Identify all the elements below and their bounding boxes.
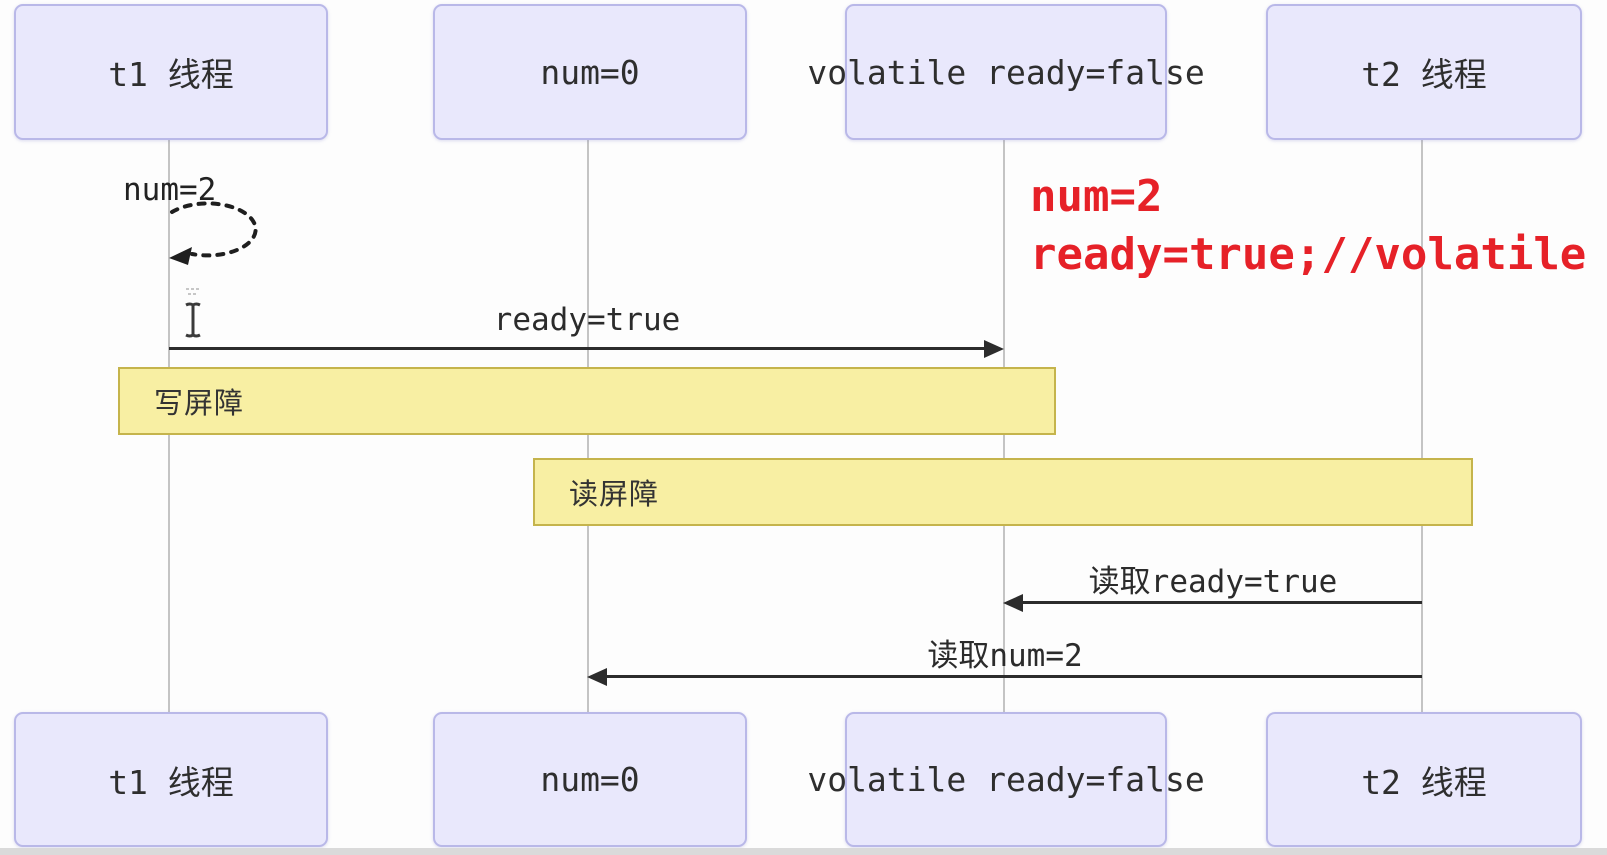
actor-t2-top: t2 线程 (1266, 4, 1582, 140)
msg-read-num-label: 读取num=2 (927, 638, 1083, 674)
msg-read-ready-line (1021, 601, 1422, 604)
write-barrier-box: 写屏障 (118, 367, 1056, 435)
actor-volatile-bottom-label: volatile ready=false (807, 760, 1205, 799)
screen-bottom-edge (0, 848, 1607, 855)
actor-t2-top-label: t2 线程 (1361, 55, 1487, 94)
write-barrier-label: 写屏障 (154, 386, 245, 420)
actor-t2-bottom-label: t2 线程 (1361, 762, 1487, 802)
msg-ready-true-arrowhead (984, 340, 1004, 358)
text-ibeam-cursor-icon (185, 288, 201, 338)
code-annotation-line2: ready=true;//volatile (1030, 229, 1587, 280)
code-annotation: num=2 ready=true;//volatile (1030, 168, 1586, 284)
actor-volatile-top-label: volatile ready=false (807, 52, 1205, 92)
actor-num-top-label: num=0 (540, 52, 640, 92)
code-annotation-line1: num=2 (1030, 171, 1163, 222)
actor-t2-bottom: t2 线程 (1266, 712, 1582, 847)
actor-volatile-bottom: volatile ready=false (807, 712, 1205, 847)
actor-num-bottom-label: num=0 (540, 760, 640, 799)
msg-read-ready-label: 读取ready=true (1088, 564, 1338, 600)
actor-num-top: num=0 (433, 4, 747, 140)
actor-t1-top: t1 线程 (14, 4, 328, 140)
actor-volatile-top: volatile ready=false (807, 4, 1205, 140)
read-barrier-label: 读屏障 (569, 477, 660, 511)
msg-read-ready-arrowhead (1003, 594, 1023, 612)
actor-t1-top-label: t1 线程 (108, 55, 234, 94)
actor-t1-bottom-label: t1 线程 (108, 762, 234, 802)
actor-t1-bottom: t1 线程 (14, 712, 328, 847)
msg-read-num-arrowhead (587, 668, 607, 686)
msg-read-num-line (605, 675, 1422, 678)
msg-ready-true-line (169, 347, 987, 350)
dashed-self-loop-arrow (169, 201, 258, 265)
msg-ready-true-label: ready=true (493, 302, 681, 338)
read-barrier-box: 读屏障 (533, 458, 1473, 526)
lifeline-t2 (1421, 140, 1423, 712)
actor-num-bottom: num=0 (433, 712, 747, 847)
